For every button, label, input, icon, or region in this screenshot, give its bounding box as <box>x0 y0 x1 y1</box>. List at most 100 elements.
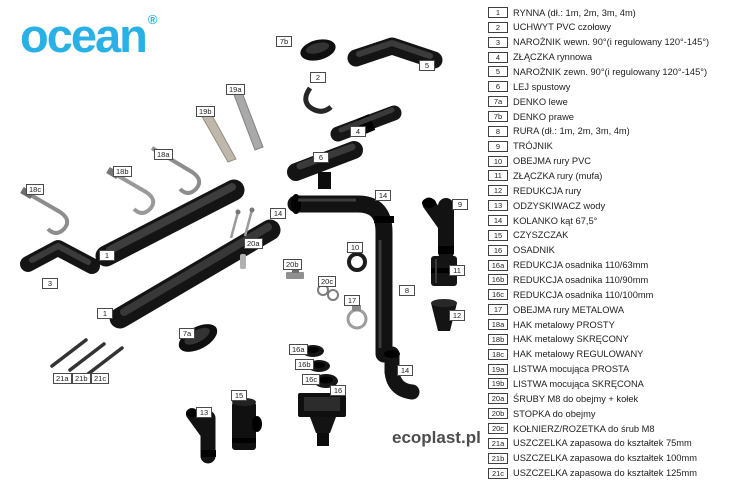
legend-item-label: STOPKA do obejmy <box>513 408 596 419</box>
legend-item-number: 2 <box>488 21 508 33</box>
rynna-1a-shape <box>95 179 245 267</box>
legend-item-number: 20c <box>488 423 508 435</box>
legend-item-label: CZYSZCZAK <box>513 230 569 241</box>
legend-item-label: OBEJMA rury METALOWA <box>513 304 625 315</box>
legend-item-number: 14 <box>488 215 508 227</box>
legend-item-label: OSADNIK <box>513 245 555 256</box>
part-tag-16b: 16b <box>295 359 314 370</box>
legend-item-label: ODZYSKIWACZ wody <box>513 200 606 211</box>
part-tag-2: 2 <box>310 72 326 83</box>
part-tag-14: 14 <box>270 208 286 219</box>
legend-item-label: ZŁĄCZKA rury (mufa) <box>513 170 603 181</box>
part-tag-14: 14 <box>375 190 391 201</box>
part-tag-18b: 18b <box>113 166 132 177</box>
legend-item-number: 12 <box>488 185 508 197</box>
legend-item-label: NAROŻNIK wewn. 90°(i regulowany 120°-145… <box>513 37 710 48</box>
legend-item: 18a HAK metalowy PROSTY <box>488 318 748 331</box>
legend-item-number: 19a <box>488 363 508 375</box>
legend-item-label: DENKO prawe <box>513 111 574 122</box>
legend-item-number: 16b <box>488 274 508 286</box>
part-tag-13: 13 <box>196 407 212 418</box>
legend-item: 14 KOLANKO kąt 67,5° <box>488 214 748 227</box>
uchwyt-pvc-2-shape <box>303 86 333 114</box>
part-tag-19a: 19a <box>226 84 245 95</box>
part-tag-20a: 20a <box>244 238 263 249</box>
part-tag-18c: 18c <box>26 184 45 195</box>
legend-item-label: HAK metalowy REGULOWANY <box>513 349 644 360</box>
part-tag-15: 15 <box>231 390 247 401</box>
part-tag-16a: 16a <box>289 344 308 355</box>
registered-mark-icon: ® <box>147 12 158 27</box>
legend-item: 9 TRÓJNIK <box>488 140 748 153</box>
legend-item-number: 16a <box>488 259 508 271</box>
part-tag-7b: 7b <box>276 36 292 47</box>
legend-item-label: RURA (dł.: 1m, 2m, 3m, 4m) <box>513 126 630 137</box>
legend-item-number: 18a <box>488 319 508 331</box>
legend-item: 17 OBEJMA rury METALOWA <box>488 303 748 316</box>
legend-item-label: ŚRUBY M8 do obejmy + kołek <box>513 393 639 404</box>
part-tag-16c: 16c <box>302 374 321 385</box>
legend-item-label: USZCZELKA zapasowa do kształtek 75mm <box>513 438 692 449</box>
legend-item-label: USZCZELKA zapasowa do kształtek 125mm <box>513 468 697 479</box>
legend-item-number: 8 <box>488 125 508 137</box>
legend-item-number: 9 <box>488 140 508 152</box>
part-tag-21c: 21c <box>91 373 110 384</box>
legend-item-label: NAROŻNIK zewn. 90°(i regulowany 120°-145… <box>513 66 708 77</box>
legend-item-label: LEJ spustowy <box>513 81 571 92</box>
uszczelki-zapasowe-21-shape <box>50 338 124 376</box>
part-tag-6: 6 <box>313 152 329 163</box>
legend-item-number: 11 <box>488 170 508 182</box>
legend-item: 3 NAROŻNIK wewn. 90°(i regulowany 120°-14… <box>488 36 748 49</box>
part-tag-17: 17 <box>344 295 360 306</box>
legend-item-label: LISTWA mocująca SKRĘCONA <box>513 378 644 389</box>
rura-z-kolankami-8-14-shape <box>287 194 394 363</box>
part-tag-21b: 21b <box>72 373 91 384</box>
legend-item-label: USZCZELKA zapasowa do kształtek 100mm <box>513 453 697 464</box>
part-tag-19b: 19b <box>196 106 215 117</box>
part-tag-3: 3 <box>42 278 58 289</box>
part-tag-21a: 21a <box>53 373 72 384</box>
legend-item: 5 NAROŻNIK zewn. 90°(i regulowany 120°-14… <box>488 65 748 78</box>
legend-item: 18c HAK metalowy REGULOWANY <box>488 348 748 361</box>
legend-item-number: 3 <box>488 36 508 48</box>
legend-item-number: 18c <box>488 348 508 360</box>
legend-item-number: 20b <box>488 408 508 420</box>
brand-logo: ocean® <box>20 8 157 63</box>
legend-item: 13 ODZYSKIWACZ wody <box>488 199 748 212</box>
legend-item: 11 ZŁĄCZKA rury (mufa) <box>488 169 748 182</box>
legend-item-number: 7a <box>488 96 508 108</box>
trojnik-9-shape <box>422 197 454 260</box>
legend-item-label: TRÓJNIK <box>513 141 553 152</box>
legend-item: 8 RURA (dł.: 1m, 2m, 3m, 4m) <box>488 125 748 138</box>
legend-item-number: 5 <box>488 66 508 78</box>
legend-item-number: 13 <box>488 200 508 212</box>
czyszczak-15-shape <box>232 398 262 450</box>
legend-item-number: 10 <box>488 155 508 167</box>
legend-item-label: KOLANKO kąt 67,5° <box>513 215 598 226</box>
legend-item-number: 17 <box>488 304 508 316</box>
part-tag-12: 12 <box>449 310 465 321</box>
brand-logo-text: ocean <box>20 9 148 62</box>
sruby-m8-20a-shape <box>229 207 255 269</box>
part-tag-9: 9 <box>452 199 468 210</box>
legend-item-label: REDUKCJA osadnika 110/100mm <box>513 289 654 300</box>
legend-item-label: HAK metalowy PROSTY <box>513 319 615 330</box>
